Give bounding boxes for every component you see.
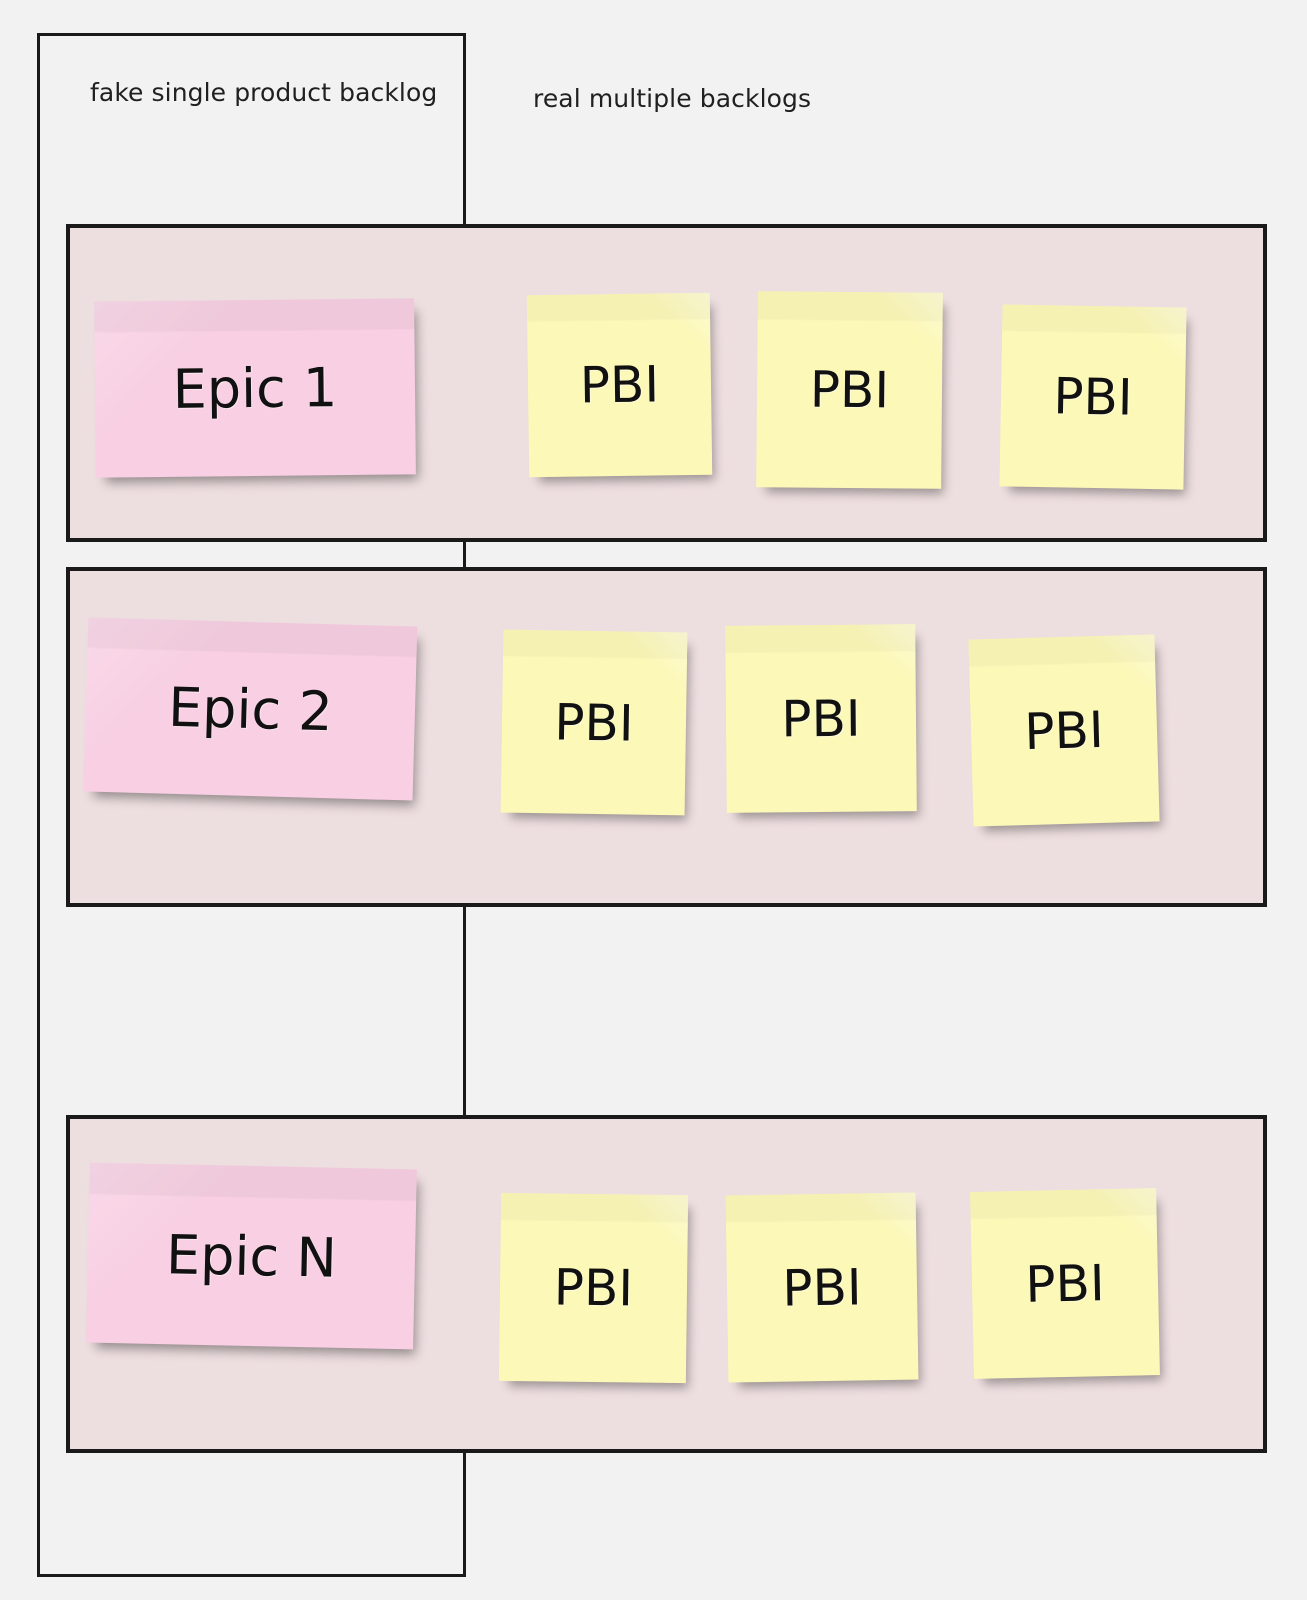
epic-note-label: Epic 1 [172,355,338,421]
pbi-note[interactable]: PBI [756,291,943,489]
epic-note[interactable]: Epic 2 [83,617,418,801]
pbi-note-label: PBI [1024,1253,1106,1314]
backlog-row-2: Epic 2 PBI PBI PBI [66,567,1267,907]
epic-note[interactable]: Epic 1 [94,298,416,478]
pbi-note-label: PBI [553,1258,634,1318]
caption-fake-single-product-backlog: fake single product backlog [90,78,438,107]
backlog-row-1: Epic 1 PBI PBI PBI [66,224,1267,542]
epic-note-label: Epic N [165,1222,338,1290]
pbi-note-label: PBI [579,355,660,415]
epic-note-label: Epic 2 [167,675,334,743]
pbi-note[interactable]: PBI [725,624,917,813]
pbi-note-label: PBI [781,689,861,748]
pbi-note[interactable]: PBI [725,1192,919,1383]
pbi-note-label: PBI [809,360,890,420]
pbi-note[interactable]: PBI [970,1188,1160,1379]
pbi-note[interactable]: PBI [526,292,713,478]
caption-real-multiple-backlogs: real multiple backlogs [533,84,812,113]
pbi-note-label: PBI [553,692,635,753]
pbi-note-label: PBI [781,1257,863,1318]
pbi-note[interactable]: PBI [498,1192,689,1384]
pbi-note-label: PBI [1052,367,1134,427]
pbi-note[interactable]: PBI [999,304,1187,490]
pbi-note[interactable]: PBI [968,634,1160,827]
pbi-note-label: PBI [1023,700,1105,761]
backlog-row-3: Epic N PBI PBI PBI [66,1115,1267,1453]
pbi-note[interactable]: PBI [500,629,688,816]
epic-note[interactable]: Epic N [86,1162,417,1350]
